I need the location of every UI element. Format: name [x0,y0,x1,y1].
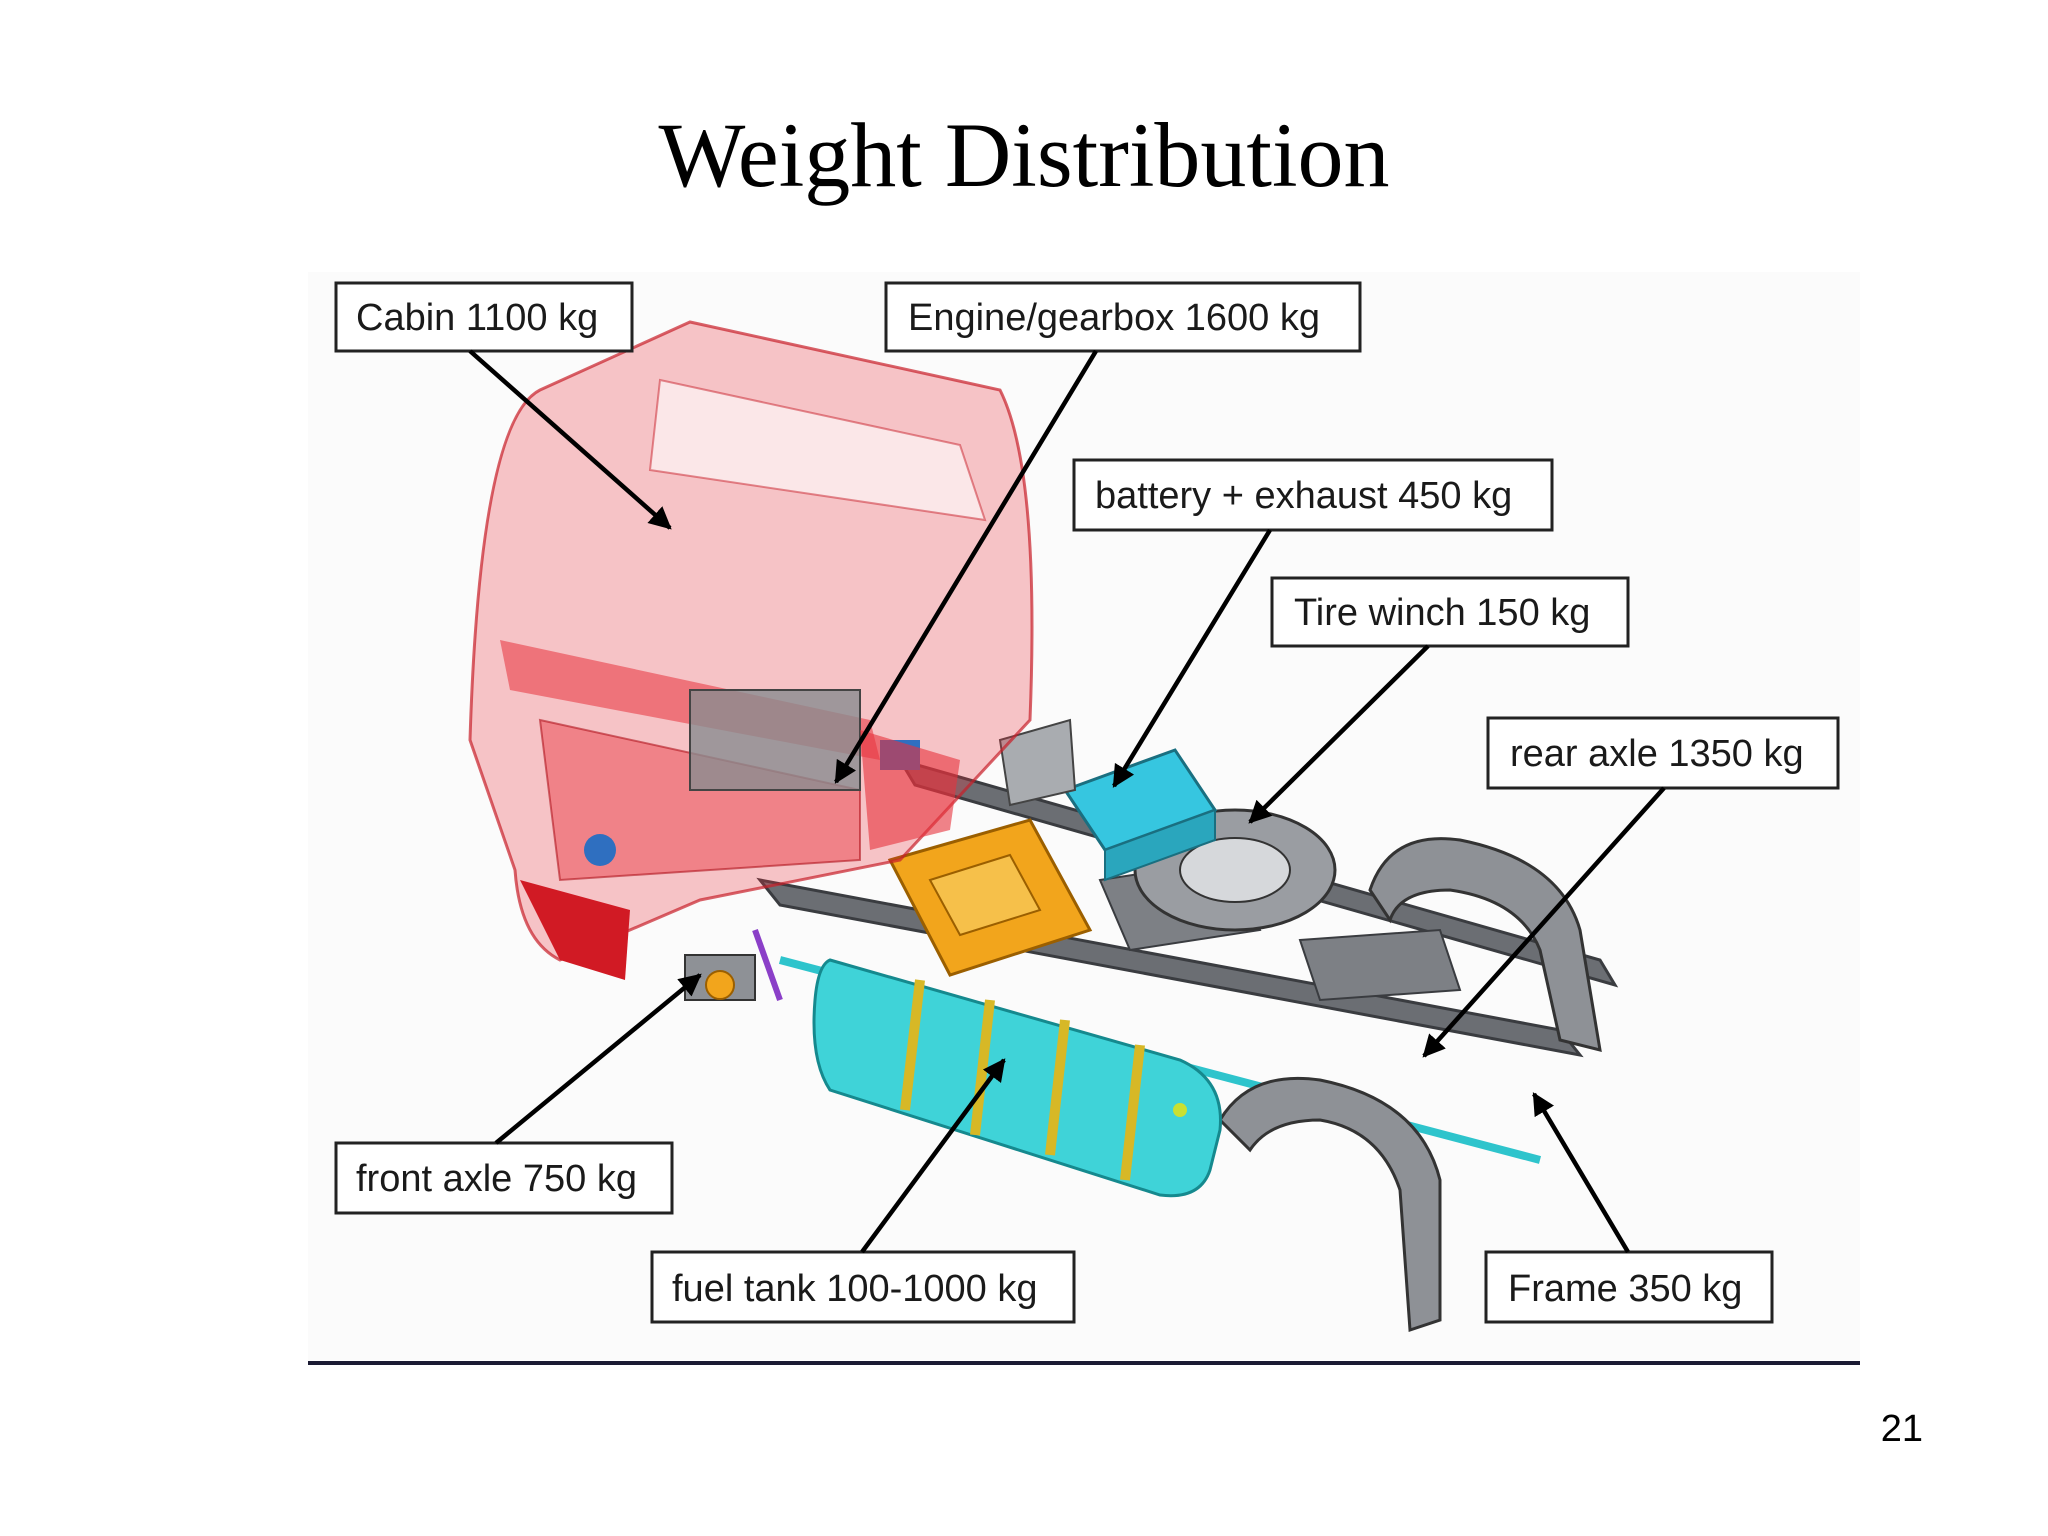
callout-cabin: Cabin 1100 kg [334,281,634,353]
callout-tire-winch: Tire winch 150 kg [1270,576,1630,648]
callout-rear-axle-label: rear axle 1350 kg [1510,733,1804,775]
callout-frame: Frame 350 kg [1484,1250,1774,1324]
leader-front-axle [494,973,702,1145]
callout-rear-axle: rear axle 1350 kg [1486,716,1840,790]
leader-cabin [468,349,672,530]
callout-battery: battery + exhaust 450 kg [1072,458,1554,532]
leader-fuel-tank [860,1058,1006,1254]
callout-battery-label: battery + exhaust 450 kg [1095,475,1512,517]
callout-fuel-tank: fuel tank 100-1000 kg [650,1250,1076,1324]
callout-fuel-tank-label: fuel tank 100-1000 kg [672,1268,1038,1310]
callout-engine: Engine/gearbox 1600 kg [884,281,1362,353]
callout-front-axle-label: front axle 750 kg [356,1158,637,1200]
callout-engine-label: Engine/gearbox 1600 kg [908,297,1320,339]
leader-battery [1112,528,1272,788]
leader-engine [834,349,1098,784]
page-number: 21 [1880,1408,1923,1450]
engine-block [887,818,1093,977]
slide-title: Weight Distribution [658,104,1390,206]
rear-fenders [1218,837,1602,1333]
leader-frame [1532,1092,1630,1254]
leader-rear-axle [1422,786,1666,1058]
truck-cabin [468,320,1034,980]
callout-frame-label: Frame 350 kg [1508,1268,1742,1310]
callout-cabin-label: Cabin 1100 kg [356,297,598,339]
callout-front-axle: front axle 750 kg [334,1141,674,1215]
callout-tire-winch-label: Tire winch 150 kg [1294,592,1590,634]
leader-tire-winch [1248,644,1430,824]
battery-box [998,718,1218,882]
fuel-tank [812,958,1222,1198]
